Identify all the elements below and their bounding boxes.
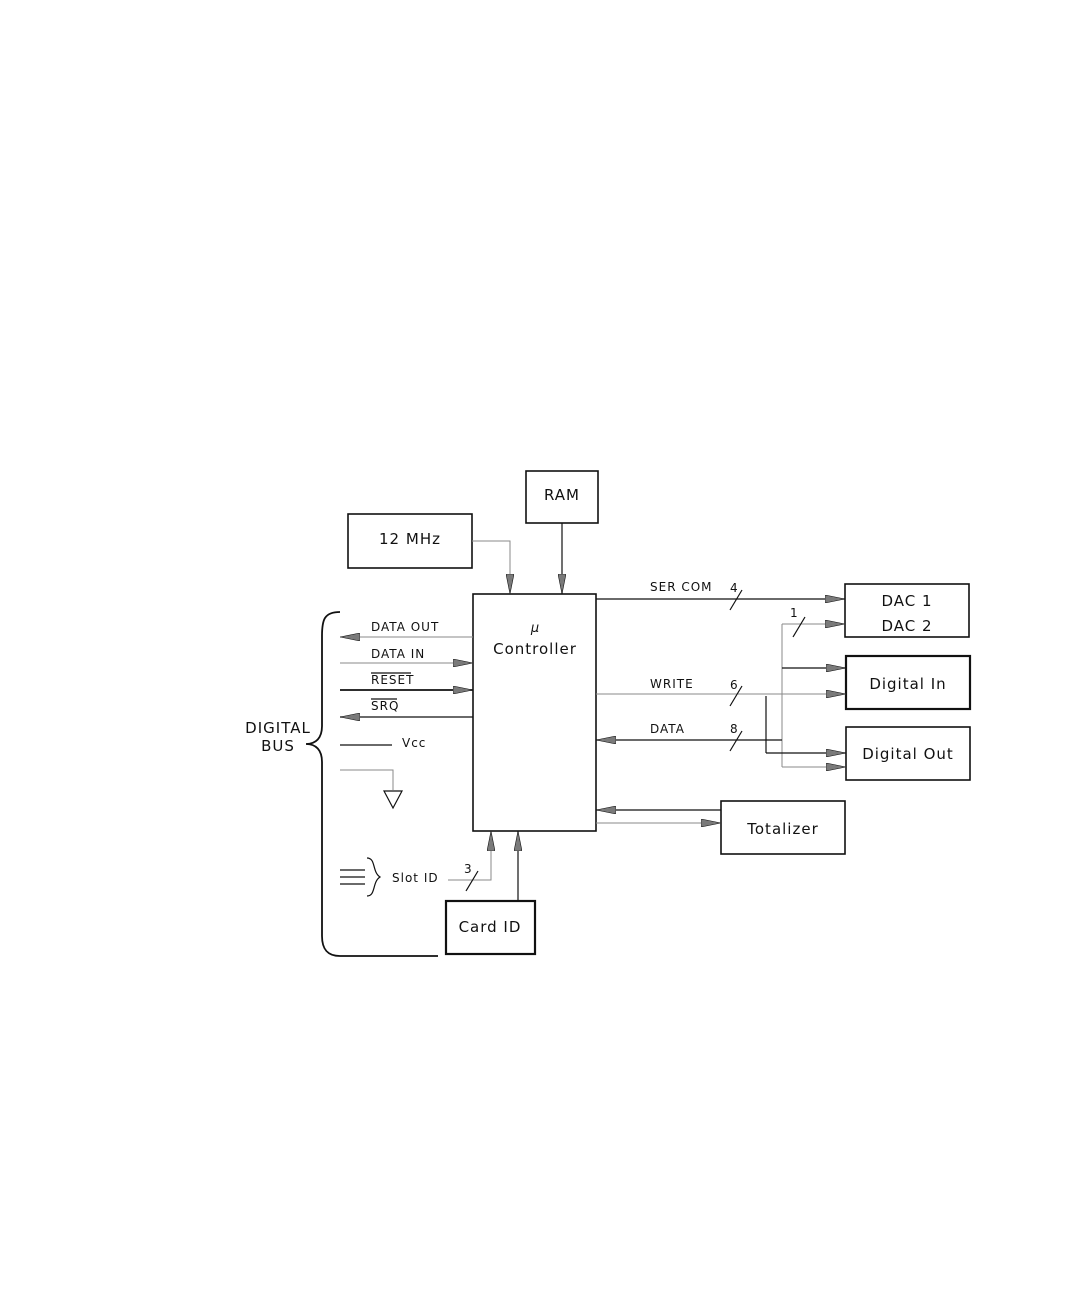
digital-in-label: Digital In	[869, 675, 946, 693]
bus-brace-icon	[306, 612, 438, 956]
dac2-label: DAC 2	[881, 617, 932, 635]
vcc-label: Vcc	[402, 736, 426, 750]
ram-block: RAM	[526, 471, 598, 523]
totalizer-label: Totalizer	[746, 820, 818, 838]
data-out-label: DATA OUT	[371, 620, 439, 634]
digital-out-block: Digital Out	[846, 727, 970, 780]
slot-id-link: 3	[448, 831, 491, 891]
right-bus-trunks: 1	[766, 606, 846, 767]
totalizer-links	[596, 810, 721, 823]
card-id-label: Card ID	[459, 918, 522, 936]
digital-bus-label-line2: BUS	[261, 737, 295, 755]
ground-icon	[384, 791, 402, 808]
ser-com-width: 4	[730, 581, 739, 595]
bus-data-out: DATA OUT	[340, 620, 473, 637]
data-label: DATA	[650, 722, 685, 736]
dac-width: 1	[790, 606, 799, 620]
slot-id-label: Slot ID	[392, 871, 439, 885]
data-link: DATA 8	[596, 722, 782, 751]
slot-id-width: 3	[464, 862, 473, 876]
digital-bus-brace: DIGITAL BUS	[245, 612, 438, 956]
slot-id-brace-icon	[367, 858, 380, 896]
clock-block: 12 MHz	[348, 514, 472, 568]
digital-out-label: Digital Out	[862, 745, 954, 763]
srq-label: SRQ	[371, 699, 399, 713]
bus-slot-id: Slot ID	[340, 858, 439, 896]
write-width: 6	[730, 678, 739, 692]
write-label: WRITE	[650, 677, 694, 691]
digital-bus-label-line1: DIGITAL	[245, 719, 311, 737]
controller-label: Controller	[493, 640, 577, 658]
ser-com-label: SER COM	[650, 580, 713, 594]
controller-block: μ Controller	[473, 594, 596, 831]
reset-label: RESET	[371, 673, 414, 687]
card-id-block: Card ID	[446, 901, 535, 954]
clock-label: 12 MHz	[379, 530, 441, 548]
write-link: WRITE 6	[596, 677, 846, 706]
clock-link	[472, 541, 510, 594]
data-width: 8	[730, 722, 739, 736]
ser-com-link: SER COM 4	[596, 580, 845, 610]
bus-ground	[340, 770, 402, 808]
totalizer-block: Totalizer	[721, 801, 845, 854]
dac-block: DAC 1 DAC 2	[845, 584, 969, 637]
bus-vcc: Vcc	[340, 736, 426, 750]
bus-data-in: DATA IN	[340, 647, 473, 663]
dac1-label: DAC 1	[881, 592, 932, 610]
dac-bus-slash	[793, 617, 805, 637]
bus-srq: SRQ	[340, 699, 473, 717]
controller-mu-label: μ	[530, 621, 539, 636]
data-in-label: DATA IN	[371, 647, 425, 661]
bus-reset: RESET	[340, 673, 473, 690]
digital-in-block: Digital In	[846, 656, 970, 709]
ram-label: RAM	[544, 486, 580, 504]
